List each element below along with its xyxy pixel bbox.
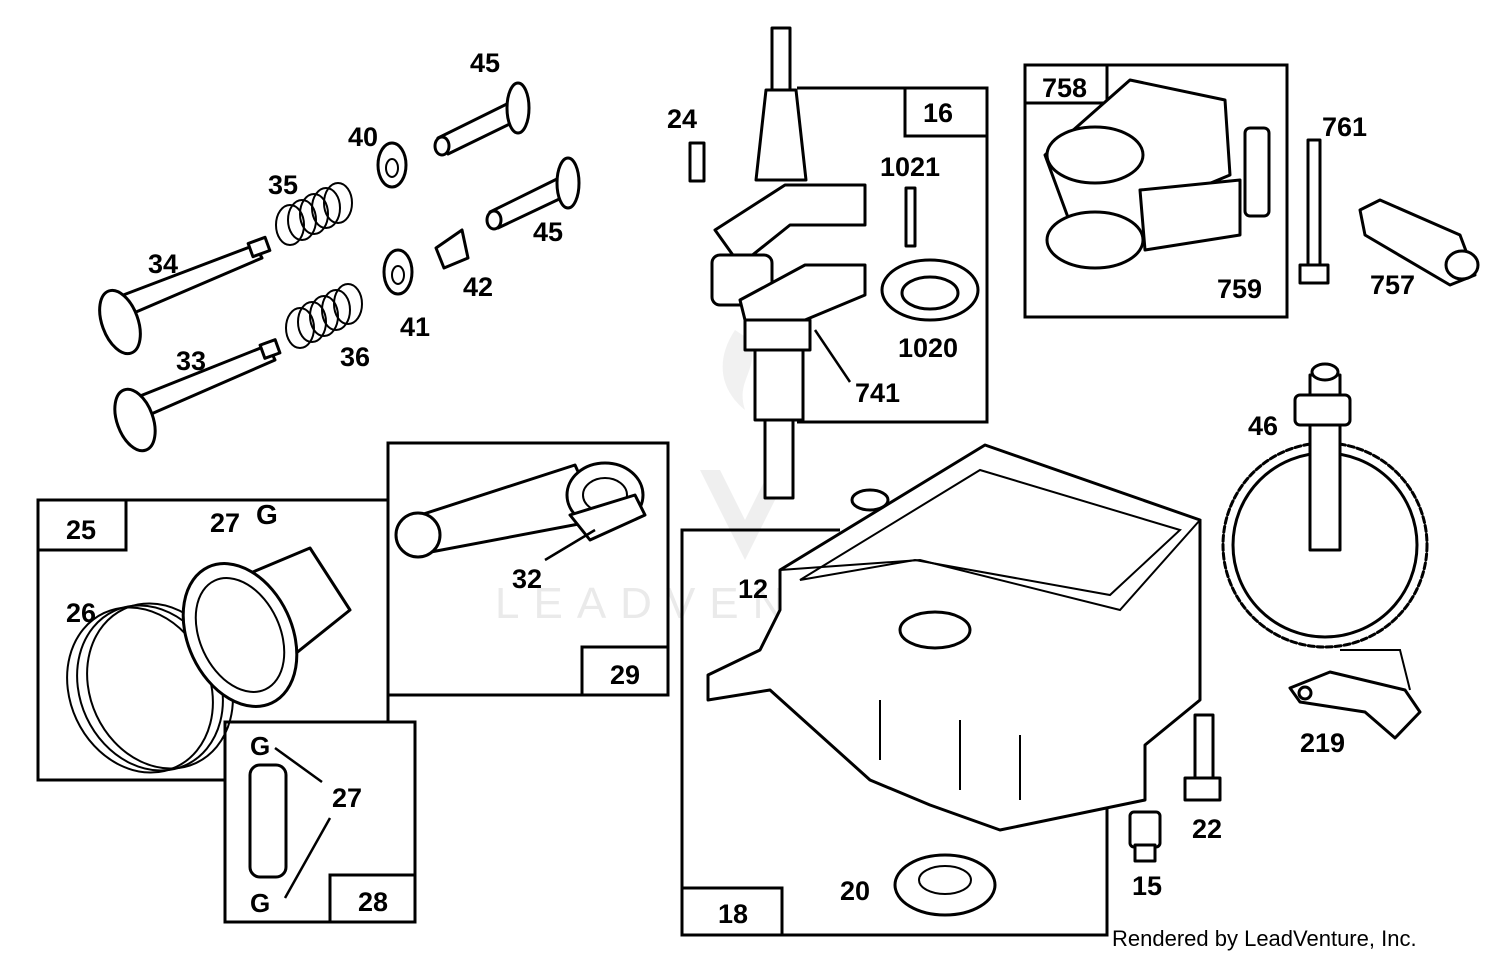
box-758-frame (1023, 63, 1289, 319)
valve-assembly (98, 81, 581, 453)
rod-group (386, 441, 670, 697)
render-credit: Rendered by LeadVenture, Inc. (1112, 926, 1417, 951)
part-number-labels: 45 45 40 35 34 42 41 36 33 24 1021 1020 … (66, 48, 1415, 906)
label-22: 22 (1192, 814, 1222, 844)
valve-spring-35 (275, 182, 353, 246)
label-26: 26 (66, 598, 96, 628)
rod-assembly-group (1023, 63, 1480, 319)
retaining-ring-upper-icon: G (250, 731, 270, 761)
rod-cap-757 (1358, 198, 1480, 287)
pin-1021 (904, 186, 917, 248)
label-219: 219 (1300, 728, 1345, 758)
label-15: 15 (1132, 871, 1162, 901)
bolt-22 (1183, 713, 1222, 802)
ring-1020 (880, 258, 980, 322)
crankshaft (710, 26, 867, 500)
label-41: 41 (400, 312, 430, 342)
retainer-40 (376, 141, 408, 189)
wrist-pin-group: G G (223, 720, 417, 924)
camshaft-46 (1221, 362, 1429, 649)
box-label-758: 758 (1042, 73, 1087, 103)
retaining-ring-icon: G (256, 499, 278, 530)
crankshaft-group (688, 26, 989, 500)
box-28-label-frame (328, 873, 417, 924)
box-29-label-frame (580, 645, 670, 697)
label-757: 757 (1370, 270, 1415, 300)
label-759: 759 (1217, 274, 1262, 304)
piston-25 (181, 546, 352, 708)
label-27-top: 27 (210, 508, 240, 538)
piston-group: G (36, 498, 390, 782)
label-45-lower: 45 (533, 217, 563, 247)
leader-741 (813, 329, 852, 383)
plug-15 (1128, 810, 1162, 863)
label-33: 33 (176, 346, 206, 376)
label-1020: 1020 (898, 333, 958, 363)
label-45-upper: 45 (470, 48, 500, 78)
box-labels: 16 758 25 29 18 28 (66, 73, 1087, 929)
box-label-25: 25 (66, 515, 96, 545)
leader-27-lower (283, 817, 332, 899)
box-label-18: 18 (718, 899, 748, 929)
sump-12 (706, 443, 1202, 832)
retainer-41 (382, 248, 414, 296)
box-28-frame (223, 720, 417, 924)
label-34: 34 (148, 249, 178, 279)
tappet-45-lower (485, 156, 581, 231)
leader-32 (544, 528, 596, 562)
label-12: 12 (738, 574, 768, 604)
leader-27-upper (274, 746, 323, 784)
valve-keeper-42 (434, 228, 470, 270)
sump-group (680, 443, 1222, 937)
label-42: 42 (463, 272, 493, 302)
exhaust-valve-33 (113, 338, 282, 453)
retaining-ring-lower-icon: G (250, 888, 270, 918)
label-741: 741 (855, 378, 900, 408)
connecting-rod-32 (394, 461, 647, 559)
intake-valve-34 (98, 235, 272, 356)
label-46: 46 (1248, 411, 1278, 441)
label-27-pin: 27 (332, 783, 362, 813)
box-18-label-frame (680, 886, 784, 937)
connecting-rod-758 (1043, 78, 1242, 270)
label-35: 35 (268, 170, 298, 200)
bolt-761 (1298, 138, 1330, 285)
label-24: 24 (667, 104, 697, 134)
label-1021: 1021 (880, 152, 940, 182)
label-36: 36 (340, 342, 370, 372)
label-761: 761 (1322, 112, 1367, 142)
governor-219 (1288, 649, 1422, 740)
label-32: 32 (512, 564, 542, 594)
box-25-label-frame (36, 498, 128, 552)
box-16-frame (797, 86, 989, 424)
seal-20 (893, 853, 997, 917)
box-29-frame (386, 441, 670, 697)
valve-spring-36 (285, 283, 363, 349)
key-24 (688, 141, 706, 183)
rod-pin-759 (1243, 126, 1271, 218)
label-20: 20 (840, 876, 870, 906)
label-40: 40 (348, 122, 378, 152)
box-label-29: 29 (610, 660, 640, 690)
box-758-label-frame (1023, 63, 1109, 105)
box-16-label-frame (903, 86, 989, 138)
box-label-28: 28 (358, 887, 388, 917)
tappet-45-upper (433, 81, 531, 157)
box-label-16: 16 (923, 98, 953, 128)
wrist-pin (248, 763, 288, 879)
